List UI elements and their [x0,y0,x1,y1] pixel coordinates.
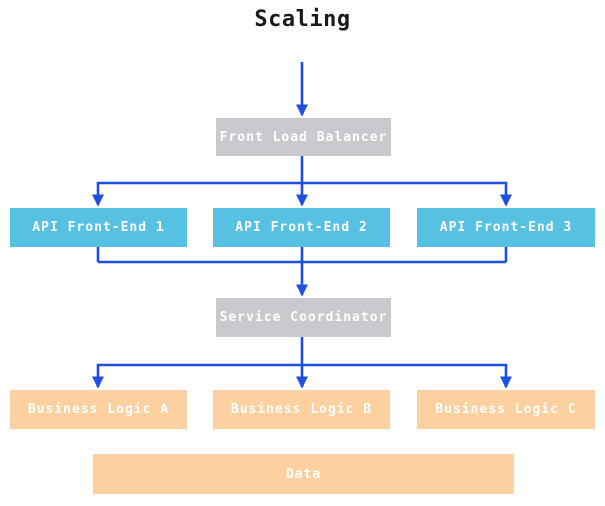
node-business-logic-a: Business Logic A [10,390,187,429]
edge-coordinator-to-logic-c [302,363,512,389]
node-api-front-end-1: API Front-End 1 [10,208,187,247]
node-label: API Front-End 1 [32,220,165,235]
edge-balancer-to-api3 [302,181,512,207]
node-data: Data [93,454,514,494]
node-label: API Front-End 3 [439,220,573,235]
edge-balancer-to-api1 [92,181,302,207]
node-business-logic-b: Business Logic B [213,390,390,429]
node-api-front-end-3: API Front-End 3 [417,208,595,247]
node-label: Service Coordinator [219,310,388,325]
node-service-coordinator: Service Coordinator [216,298,391,337]
node-label: Business Logic B [230,402,373,417]
node-label: Business Logic A [27,402,170,417]
diagram-title: Scaling [254,7,351,32]
node-api-front-end-2: API Front-End 2 [213,208,390,247]
node-label: API Front-End 2 [235,220,368,235]
node-label: Front Load Balancer [219,129,388,145]
node-label: Data [285,466,322,482]
node-label: Business Logic C [435,402,577,417]
node-business-logic-c: Business Logic C [417,390,595,429]
edge-coordinator-to-logic-a [92,363,302,389]
node-front-load-balancer: Front Load Balancer [216,118,391,156]
